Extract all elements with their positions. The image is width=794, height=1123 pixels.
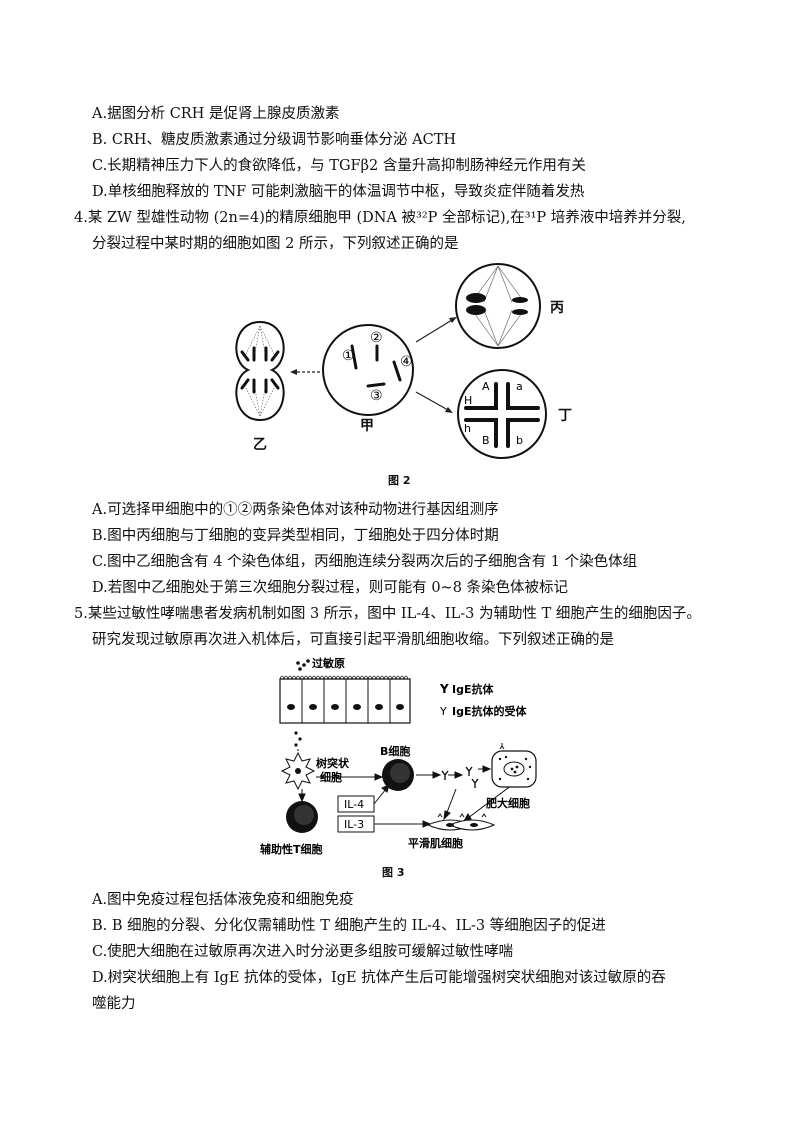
allergen-label: 过敏原: [312, 656, 345, 670]
svg-text:肥大细胞: 肥大细胞: [486, 796, 530, 810]
ige-antibodies: [441, 766, 479, 788]
gene-B: B: [482, 434, 490, 447]
figure-3: 过敏原 Y IgE抗体 Y IgE抗体的受体 树突状 细胞 B细胞: [260, 656, 537, 856]
legend: Y IgE抗体 Y IgE抗体的受体: [439, 682, 527, 718]
q4-option-a: A.可选择甲细胞中的①②两条染色体对该种动物进行基因组测序: [92, 502, 499, 518]
cell-ding: A a B b H h 丁: [457, 369, 572, 459]
smooth-muscle-cells: 平滑肌细胞: [408, 813, 496, 850]
gene-a: a: [516, 380, 523, 393]
cell-yi-label: 乙: [253, 437, 267, 453]
q5-stem-line2: 研究发现过敏原再次进入机体后，可直接引起平滑肌细胞收缩。下列叙述正确的是: [92, 632, 614, 648]
q4-option-c: C.图中乙细胞含有 4 个染色体组，丙细胞连续分裂两次后的子细胞含有 1 个染色…: [92, 554, 638, 570]
gene-b: b: [516, 434, 523, 447]
svg-text:IL-3: IL-3: [344, 818, 364, 831]
cell-ding-label: 丁: [558, 408, 572, 424]
dendritic-cell: 树突状 细胞: [280, 751, 350, 791]
legend-receptor: IgE抗体的受体: [452, 704, 527, 718]
svg-text:树突状: 树突状: [316, 756, 350, 770]
figure-2: 乙 ① ② ③ ④ 甲 丙: [235, 263, 572, 459]
q3-option-d: D.单核细胞释放的 TNF 可能刺激脑干的体温调节中枢，导致炎症伴随着发热: [92, 184, 585, 200]
figure-3-arrows: [297, 749, 513, 828]
svg-text:B细胞: B细胞: [380, 744, 410, 758]
q5-stem-line1: 5.某些过敏性哮喘患者发病机制如图 3 所示，图中 IL-4、IL-3 为辅助性…: [74, 606, 701, 622]
svg-text:Y: Y: [439, 705, 447, 718]
cell-jia-label: 甲: [360, 418, 374, 434]
cell-bing-label: 丙: [550, 300, 564, 316]
cell-jia: ① ② ③ ④ 甲: [322, 324, 414, 434]
q3-option-c: C.长期精神压力下人的食欲降低，与 TGFβ2 含量升高抑制肠神经元作用有关: [92, 158, 586, 174]
chromosome-4-label: ④: [400, 354, 413, 370]
helper-t-cell: 辅助性T细胞: [260, 801, 323, 856]
q5-option-d-line2: 噬能力: [92, 996, 136, 1012]
gene-h: h: [464, 422, 471, 435]
figure-2-caption: 图 2: [388, 474, 411, 487]
q4-stem-line1: 4.某 ZW 型雄性动物 (2n=4)的精原细胞甲 (DNA 被³²P 全部标记…: [74, 210, 686, 226]
cell-bing: 丙: [455, 263, 564, 349]
q4-option-b: B.图中丙细胞与丁细胞的变异类型相同，丁细胞处于四分体时期: [92, 528, 499, 544]
gene-A: A: [482, 380, 490, 393]
b-cell: B细胞: [380, 744, 414, 791]
mast-cell: 肥大细胞: [486, 743, 537, 810]
q4-option-d: D.若图中乙细胞处于第三次细胞分裂过程，则可能有 0~8 条染色体被标记: [92, 580, 569, 596]
q5-option-d-line1: D.树突状细胞上有 IgE 抗体的受体，IgE 抗体产生后可能增强树突状细胞对该…: [92, 970, 666, 986]
svg-text:Y: Y: [439, 682, 449, 696]
svg-text:平滑肌细胞: 平滑肌细胞: [408, 836, 463, 850]
allergen-dots: [296, 659, 310, 671]
chromosome-2-label: ②: [370, 330, 383, 346]
chromosome-3-label: ③: [370, 388, 383, 404]
q3-option-a: A.据图分析 CRH 是促肾上腺皮质激素: [92, 106, 340, 122]
il-boxes: IL-4 IL-3: [337, 795, 375, 833]
chromosome-1-label: ①: [342, 348, 355, 364]
q5-option-b: B. B 细胞的分裂、分化仅需辅助性 T 细胞产生的 IL-4、IL-3 等细胞…: [92, 918, 606, 934]
cell-yi: 乙: [235, 320, 285, 453]
svg-text:IL-4: IL-4: [344, 798, 364, 811]
epithelium: [279, 675, 411, 724]
q5-option-c: C.使肥大细胞在过敏原再次进入时分泌更多组胺可缓解过敏性哮喘: [92, 944, 514, 960]
figure-3-caption: 图 3: [382, 866, 405, 879]
svg-text:辅助性T细胞: 辅助性T细胞: [260, 842, 323, 856]
q4-stem-line2: 分裂过程中某时期的细胞如图 2 所示，下列叙述正确的是: [92, 236, 459, 252]
q5-option-a: A.图中免疫过程包括体液免疫和细胞免疫: [92, 892, 354, 908]
figure-2-arrows: [290, 317, 457, 413]
legend-ige: IgE抗体: [452, 682, 494, 696]
q3-option-b: B. CRH、糖皮质激素通过分级调节影响垂体分泌 ACTH: [92, 132, 457, 148]
gene-H: H: [464, 394, 472, 407]
